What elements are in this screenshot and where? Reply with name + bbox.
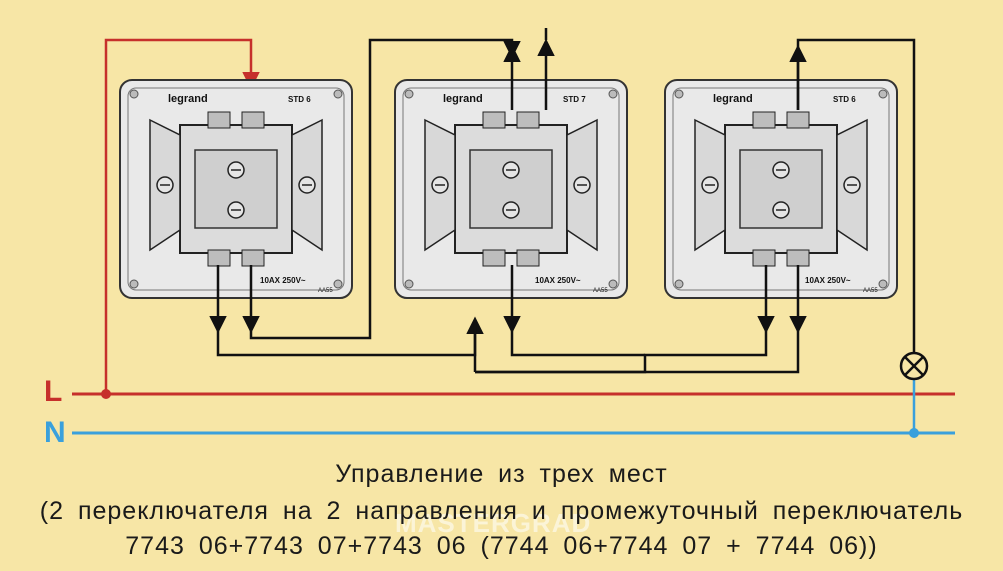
brand-label: legrand xyxy=(168,93,208,105)
right-link xyxy=(475,330,800,374)
caption-title: Управление из трех мест xyxy=(335,460,668,488)
mark-label: AA55 xyxy=(593,288,608,294)
switch-right: legrand STD 6 10AX 250V~ AA55 xyxy=(664,79,898,299)
rating-label: 10AX 250V~ xyxy=(535,276,581,285)
mark-label: AA55 xyxy=(863,288,878,294)
traveler-link-upper xyxy=(249,38,521,340)
model-label: STD 6 xyxy=(833,95,856,104)
model-label: STD 6 xyxy=(288,95,311,104)
neutral-label: N xyxy=(44,416,66,449)
neutral-junction-dot xyxy=(909,428,919,438)
brand-label: legrand xyxy=(443,93,483,105)
middle-right-link xyxy=(510,330,645,357)
brand-label: legrand xyxy=(713,93,753,105)
switch-left: legrand STD 6 10AX 250V~ AA55 xyxy=(119,79,353,299)
switch-middle: legrand STD 7 10AX 250V~ AA55 xyxy=(394,79,628,299)
mark-label: AA55 xyxy=(318,288,333,294)
phase-feed-wire xyxy=(104,38,260,394)
caption-models: 7743 06+7743 07+7743 06 (7744 06+7744 07… xyxy=(125,532,878,560)
watermark: MASTERGRAD xyxy=(395,508,592,538)
caption-subtitle: (2 переключателя на 2 направления и пром… xyxy=(39,497,964,525)
phase-label: L xyxy=(44,375,63,408)
middle-to-right-lower xyxy=(475,330,768,374)
phase-junction-dot xyxy=(101,389,111,399)
rating-label: 10AX 250V~ xyxy=(805,276,851,285)
lamp-icon xyxy=(899,351,929,381)
model-label: STD 7 xyxy=(563,95,586,104)
rating-label: 10AX 250V~ xyxy=(260,276,306,285)
